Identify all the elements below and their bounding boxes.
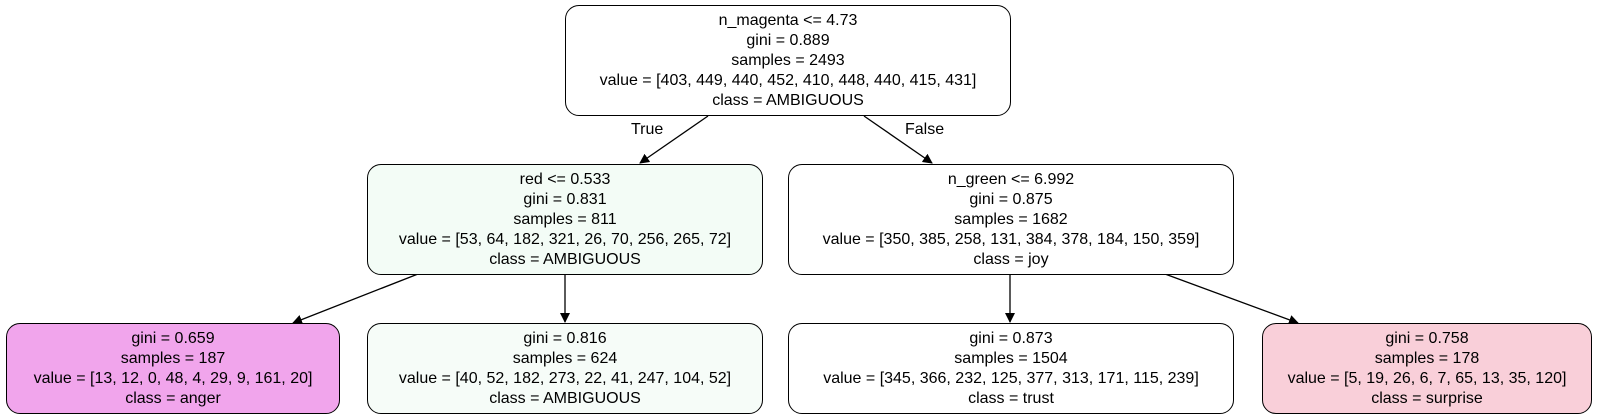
node-value: value = [40, 52, 182, 273, 22, 41, 247, … [398,369,732,387]
node-value: value = [345, 366, 232, 125, 377, 313, 1… [823,369,1199,387]
tree-node-right: n_green <= 6.992 gini = 0.875 samples = … [788,164,1234,275]
node-value: value = [53, 64, 182, 321, 26, 70, 256, … [398,230,732,248]
node-samples: samples = 187 [120,349,226,367]
edge-root-left [639,115,709,164]
node-class: class = surprise [1371,389,1483,407]
tree-leaf-left-left: gini = 0.659 samples = 187 value = [13, … [6,323,340,414]
tree-node-root: n_magenta <= 4.73 gini = 0.889 samples =… [565,5,1011,116]
node-gini: gini = 0.831 [523,190,607,208]
edge-right-rightright [1164,273,1299,325]
node-class: class = AMBIGUOUS [489,389,641,407]
edge-label-true: True [631,121,664,138]
node-gini: gini = 0.873 [969,329,1053,347]
node-class: class = AMBIGUOUS [489,250,641,268]
tree-leaf-left-right: gini = 0.816 samples = 624 value = [40, … [367,323,763,414]
edge-label-false: False [905,121,945,138]
node-class: class = anger [125,389,221,407]
node-gini: gini = 0.758 [1385,329,1469,347]
node-split: red <= 0.533 [519,170,611,188]
node-gini: gini = 0.875 [969,190,1053,208]
node-gini: gini = 0.816 [523,329,607,347]
node-value: value = [403, 449, 440, 452, 410, 448, 4… [599,71,977,89]
node-samples: samples = 1682 [954,210,1068,228]
node-split: n_green <= 6.992 [947,170,1075,188]
node-value: value = [13, 12, 0, 48, 4, 29, 9, 161, 2… [33,369,313,387]
node-class: class = trust [968,389,1054,407]
tree-leaf-right-right: gini = 0.758 samples = 178 value = [5, 1… [1262,323,1592,414]
node-gini: gini = 0.659 [131,329,215,347]
node-samples: samples = 178 [1374,349,1480,367]
tree-leaf-right-left: gini = 0.873 samples = 1504 value = [345… [788,323,1234,414]
tree-node-left: red <= 0.533 gini = 0.831 samples = 811 … [367,164,763,275]
node-value: value = [350, 385, 258, 131, 384, 378, 1… [822,230,1200,248]
node-value: value = [5, 19, 26, 6, 7, 65, 13, 35, 12… [1287,369,1567,387]
node-class: class = AMBIGUOUS [712,91,864,109]
node-split: n_magenta <= 4.73 [718,11,858,29]
edge-root-right [863,115,933,164]
node-samples: samples = 624 [512,349,618,367]
node-samples: samples = 811 [513,210,617,228]
node-samples: samples = 1504 [954,349,1068,367]
node-gini: gini = 0.889 [746,31,830,49]
node-samples: samples = 2493 [731,51,845,69]
edge-left-leftleft [292,273,419,325]
node-class: class = joy [973,250,1049,268]
